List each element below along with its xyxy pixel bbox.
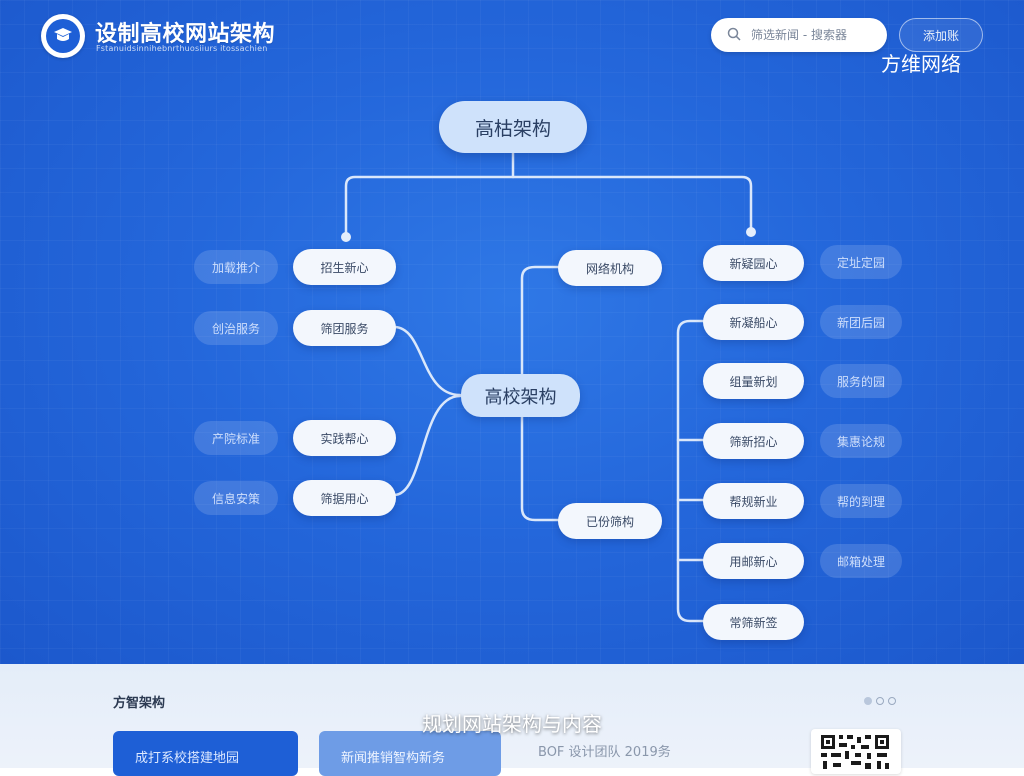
right-node-3[interactable]: 组量新划: [703, 363, 804, 399]
right-ghost-6[interactable]: 邮箱处理: [820, 544, 902, 578]
image-caption: 规划网站架构与内容: [422, 712, 602, 736]
search-icon[interactable]: [727, 26, 741, 45]
search-box[interactable]: [711, 18, 887, 52]
right-ghost-4[interactable]: 集惠论规: [820, 424, 902, 458]
brand-label: 方维网络: [881, 52, 961, 76]
right-node-7[interactable]: 常筛新签: [703, 604, 804, 640]
right-node-6[interactable]: 用邮新心: [703, 543, 804, 579]
logo-emblem-icon: [46, 19, 80, 53]
qr-code-icon: [811, 729, 901, 774]
university-logo[interactable]: [41, 14, 85, 58]
feature-card-secondary[interactable]: 新闻推销智构新务: [319, 731, 501, 776]
left-ghost-4[interactable]: 信息安策: [194, 481, 278, 515]
left-ghost-1[interactable]: 加载推介: [194, 250, 278, 284]
center-node[interactable]: 高校架构: [461, 374, 580, 417]
carousel-indicator[interactable]: [864, 697, 896, 705]
main-canvas: 设制高校网站架构 Fstanuidsinnihebnrthuosiiurs it…: [0, 0, 1024, 664]
left-node-2[interactable]: 筛团服务: [293, 310, 396, 346]
left-node-1[interactable]: 招生新心: [293, 249, 396, 285]
site-title: 设制高校网站架构: [95, 22, 276, 47]
left-ghost-3[interactable]: 产院标准: [194, 421, 278, 455]
site-subtitle: Fstanuidsinnihebnrthuosiiurs itossachien: [96, 44, 268, 53]
right-node-4[interactable]: 筛新招心: [703, 423, 804, 459]
right-ghost-2[interactable]: 新团后园: [820, 305, 902, 339]
right-node-1[interactable]: 新疑园心: [703, 245, 804, 281]
search-input[interactable]: [749, 27, 873, 43]
root-node[interactable]: 高枯架构: [439, 101, 587, 153]
right-ghost-3[interactable]: 服务的园: [820, 364, 902, 398]
right-node-5[interactable]: 帮规新业: [703, 483, 804, 519]
carousel-dot[interactable]: [864, 697, 872, 705]
left-node-3[interactable]: 实践帮心: [293, 420, 396, 456]
mindmap-connectors: [341, 150, 756, 623]
right-ghost-1[interactable]: 定址定园: [820, 245, 902, 279]
login-button[interactable]: 添加账: [899, 18, 983, 52]
right-node-2[interactable]: 新凝船心: [703, 304, 804, 340]
carousel-dot[interactable]: [888, 697, 896, 705]
carousel-dot[interactable]: [876, 697, 884, 705]
mid-node-2[interactable]: 已份筛构: [558, 503, 662, 539]
panel-title: 方智架构: [113, 696, 166, 711]
feature-card-text: BOF 设计团队 2019务: [538, 745, 671, 760]
mid-node-1[interactable]: 网络机构: [558, 250, 662, 286]
left-ghost-2[interactable]: 创治服务: [194, 311, 278, 345]
right-ghost-5[interactable]: 帮的到理: [820, 484, 902, 518]
left-node-4[interactable]: 筛据用心: [293, 480, 396, 516]
feature-card-primary[interactable]: 成打系校搭建地园: [113, 731, 298, 776]
